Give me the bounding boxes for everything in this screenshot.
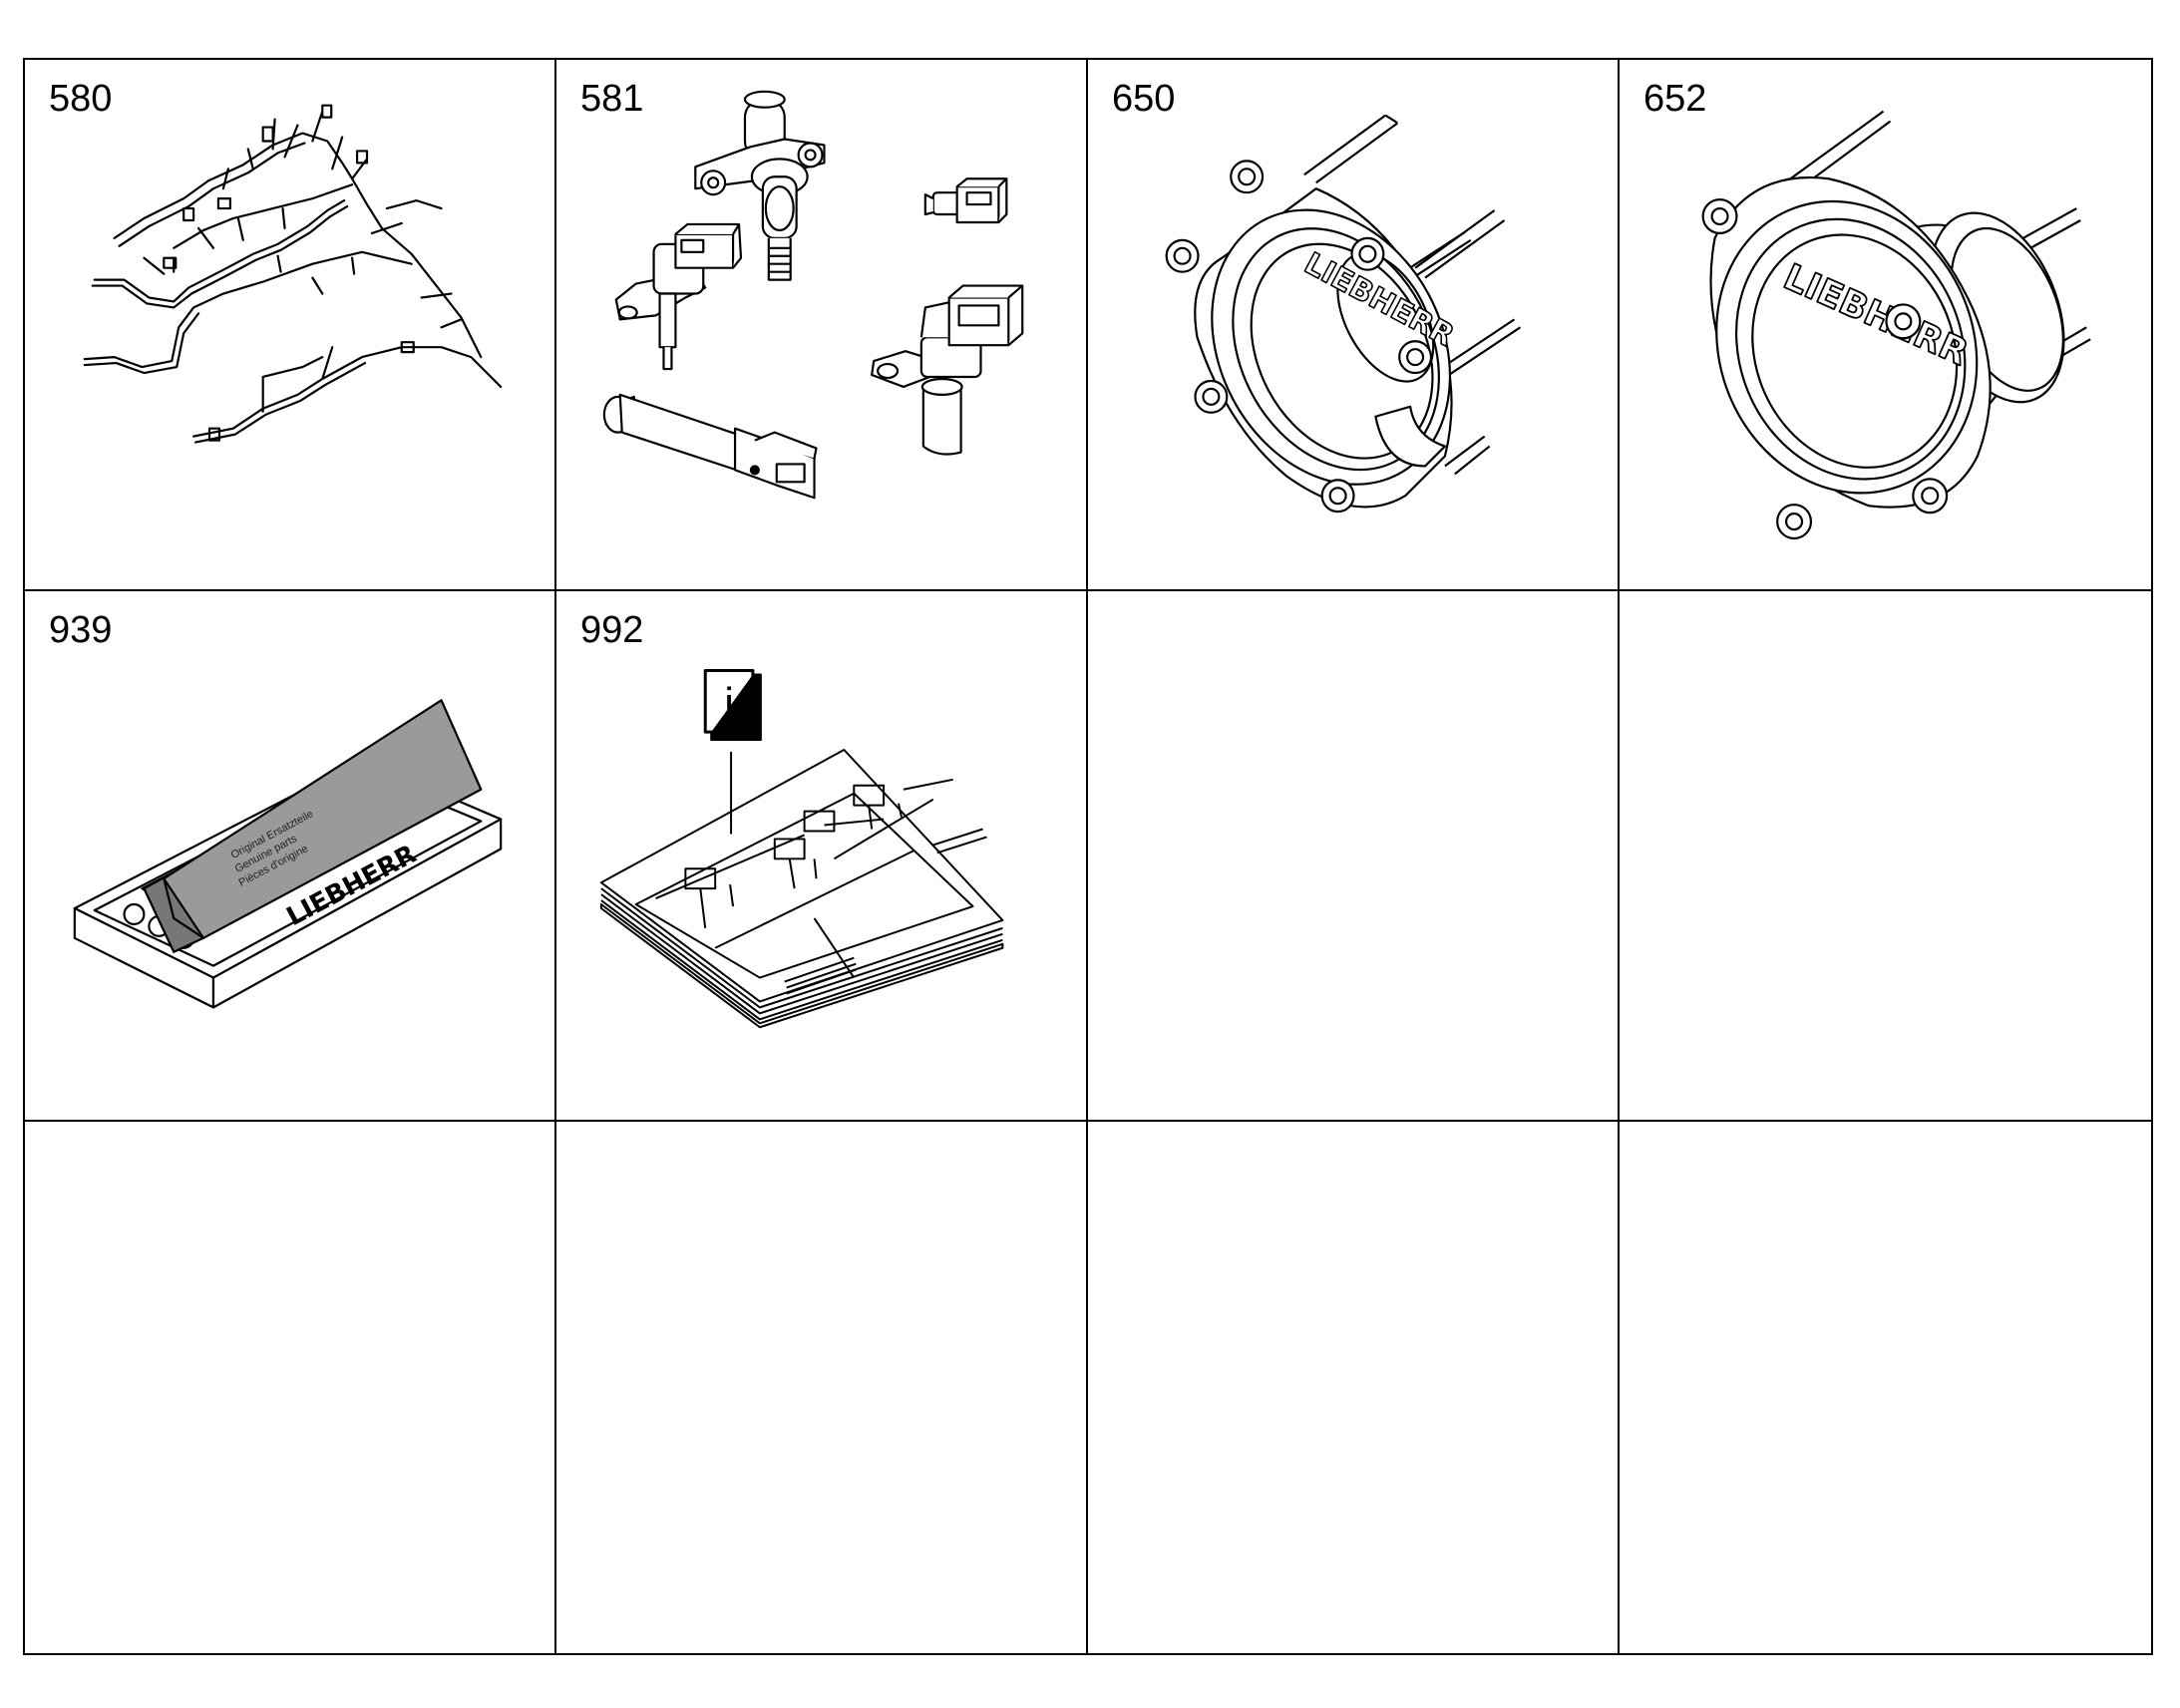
grid-cell-empty bbox=[556, 1122, 1088, 1653]
info-icon: i bbox=[724, 679, 734, 728]
part-number-label: 939 bbox=[49, 608, 113, 651]
grid-cell-empty bbox=[1620, 591, 2151, 1123]
grid-cell-empty bbox=[1088, 1122, 1620, 1653]
part-number-label: 580 bbox=[49, 78, 113, 120]
part-number-label: 650 bbox=[1112, 78, 1176, 120]
grid-cell-empty bbox=[25, 1122, 556, 1653]
grid-cell-empty bbox=[1620, 1122, 2151, 1653]
grid-cell-939[interactable]: 939 Original Ersatzteile Genuine parts P… bbox=[25, 590, 556, 1123]
kit-box-icon: Original Ersatzteile Genuine parts Pièce… bbox=[25, 591, 554, 1121]
part-number-label: 652 bbox=[1643, 78, 1707, 120]
part-number-label: 581 bbox=[580, 78, 644, 120]
part-number-label: 992 bbox=[580, 608, 644, 651]
flange-cover-alt-icon: LIEBHERR bbox=[1620, 60, 2151, 589]
grid-cell-580[interactable]: 580 bbox=[25, 60, 556, 591]
grid-cell-650[interactable]: 650 LIEBHERR bbox=[1088, 60, 1620, 591]
grid-cell-652[interactable]: 652 LIEBHERR bbox=[1620, 60, 2151, 591]
grid-cell-581[interactable]: 581 bbox=[556, 60, 1088, 591]
information-document-icon: i bbox=[556, 591, 1086, 1121]
grid-cell-empty bbox=[1088, 590, 1620, 1123]
sensors-icon bbox=[556, 60, 1086, 589]
grid-cell-992[interactable]: 992 i bbox=[556, 590, 1088, 1123]
parts-grid: 580 bbox=[23, 58, 2153, 1655]
wiring-harness-icon bbox=[25, 60, 554, 589]
flange-cover-icon: LIEBHERR bbox=[1088, 60, 1618, 589]
